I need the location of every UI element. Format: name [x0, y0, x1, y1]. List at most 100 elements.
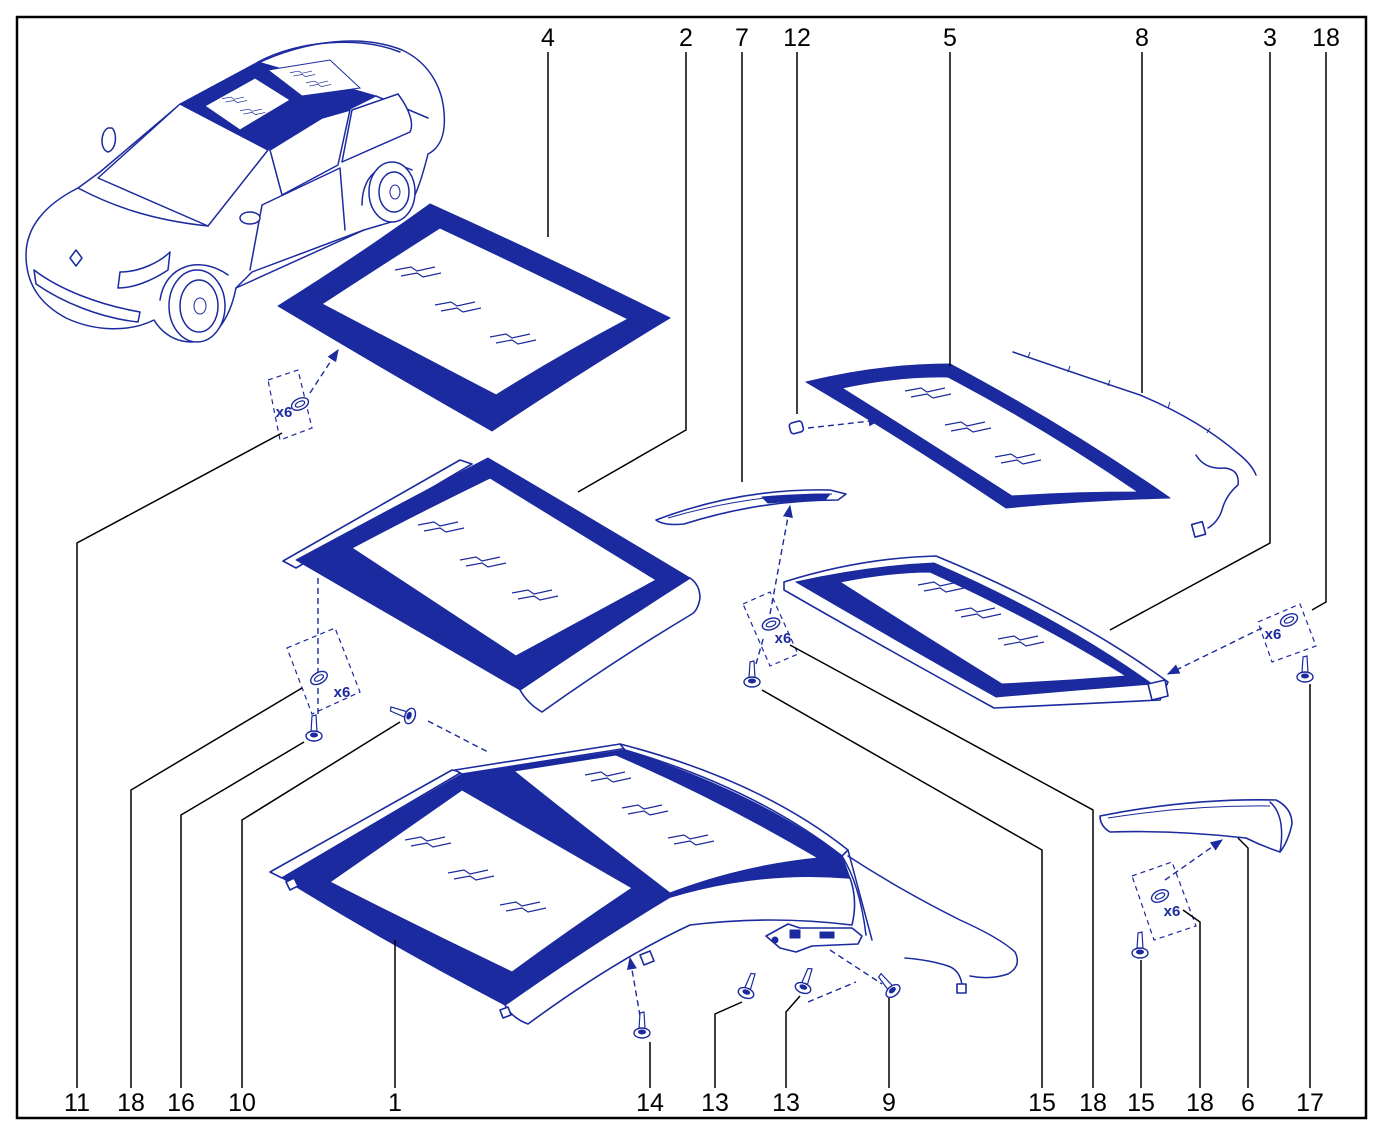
- screw-icon: [386, 700, 419, 726]
- part-7-trim-bar: [655, 489, 847, 526]
- part-1-glass-front: [329, 789, 633, 973]
- part-8-connector: [1190, 520, 1207, 538]
- quantity-box: [742, 591, 799, 667]
- fastener-group-15-18-lower-right: x6: [1131, 839, 1224, 959]
- leader-line-3: [1109, 52, 1271, 631]
- quantity-box: [267, 369, 313, 441]
- assembly-line: [427, 720, 489, 753]
- callout-number: 18: [1312, 24, 1340, 52]
- part-1-harness-cable: [847, 855, 1019, 979]
- screw-icon: [305, 714, 323, 742]
- part-1-mounting-tabs: [285, 877, 655, 1019]
- quantity-label: x6: [775, 630, 792, 647]
- part-6-end-cap: [1269, 801, 1283, 853]
- callout-number: 13: [701, 1089, 729, 1117]
- fastener-group-13-9: [736, 949, 904, 1003]
- screw-icon: [872, 969, 904, 1001]
- clip-icon: [788, 420, 805, 435]
- callout-number: 10: [228, 1089, 256, 1117]
- callout-number: 18: [1186, 1089, 1214, 1117]
- part-8-wiring-harness: [1012, 351, 1257, 538]
- part-1-roof-assembly: [269, 743, 1019, 1025]
- quantity-box: [1257, 603, 1317, 663]
- part-2-front-trim: [519, 577, 701, 713]
- fastener-group-15-18-middle: x6: [742, 504, 799, 688]
- vehicle-wheel-rear: [368, 161, 416, 223]
- screw-icon: [736, 969, 762, 1002]
- part-8-branch-cable: [1195, 454, 1239, 529]
- callouts-bottom: 11 18 16 10 1 14 13 13 9 15 18 15 18 6 1…: [64, 1089, 1324, 1117]
- callout-number: 8: [1135, 24, 1149, 52]
- leader-line-13-a: [714, 1001, 743, 1088]
- vehicle-roof-window-front: [204, 77, 291, 131]
- assembly-line: [807, 981, 857, 1003]
- vehicle-wheel-arch-front: [159, 264, 229, 301]
- callout-number: 3: [1263, 24, 1277, 52]
- callout-number: 13: [772, 1089, 800, 1117]
- screw-icon: [633, 1011, 651, 1039]
- screw-icon: [793, 964, 819, 997]
- vehicle-wheel-front: [168, 269, 226, 343]
- fastener-group-18-left: x6: [286, 578, 361, 742]
- part-3-glass: [838, 571, 1128, 685]
- fastener-14: [626, 956, 651, 1039]
- leader-line-15-a: [761, 689, 1043, 1088]
- callout-number: 2: [679, 24, 693, 52]
- assembly-arrow: [769, 504, 793, 615]
- callouts-top: 4 2 7 12 5 8 3 18: [541, 24, 1340, 52]
- quantity-label: x6: [276, 404, 293, 421]
- vehicle-rear-side-window: [341, 93, 413, 163]
- fastener-10: [386, 700, 489, 753]
- vehicle-mirror-right: [239, 211, 261, 225]
- callout-number: 12: [783, 24, 811, 52]
- callout-number: 6: [1241, 1089, 1255, 1117]
- fastener-group-11: x6: [267, 348, 339, 441]
- vehicle-grille: [33, 269, 141, 323]
- leader-line-6: [1237, 837, 1249, 1088]
- assembly-line: [755, 635, 765, 665]
- leader-line-18-right: [1182, 909, 1201, 1088]
- part-1-rail-extension: [841, 849, 873, 941]
- leader-line-11: [76, 432, 283, 1088]
- part-7-edge-line: [667, 493, 833, 519]
- leader-line-18-middle: [789, 644, 1094, 1088]
- clip-icon: [307, 668, 331, 688]
- callout-number: 14: [636, 1089, 664, 1117]
- quantity-label: x6: [1265, 626, 1282, 643]
- part-5-panel: [805, 363, 1171, 509]
- part-3-end-cap: [1147, 679, 1169, 701]
- callout-number: 4: [541, 24, 555, 52]
- callout-number: 16: [167, 1089, 195, 1117]
- callout-number: 11: [64, 1089, 90, 1117]
- callout-number: 1: [388, 1089, 402, 1117]
- part-1-hinge-mechanism: [765, 923, 863, 953]
- screw-icon: [1296, 655, 1314, 683]
- leader-line-10: [241, 721, 401, 1088]
- callout-number: 15: [1028, 1089, 1056, 1117]
- quantity-box: [286, 627, 361, 715]
- quantity-label: x6: [1164, 903, 1181, 920]
- part-2-panel: [282, 457, 701, 713]
- quantity-box: [1131, 861, 1197, 941]
- fastener-12: [788, 416, 882, 435]
- diagram-frame: [15, 15, 1368, 1120]
- part-1-harness-branch: [904, 957, 963, 986]
- leader-line-18-left: [130, 687, 303, 1088]
- callout-number: 18: [117, 1089, 145, 1117]
- vehicle-side-window: [269, 109, 351, 196]
- assembly-arrow: [1164, 839, 1224, 881]
- vehicle-illustration: [25, 40, 446, 343]
- part-6-edge-line: [1107, 805, 1271, 819]
- callout-number: 18: [1079, 1089, 1107, 1117]
- assembly-arrow: [807, 416, 882, 429]
- leader-line-2: [577, 52, 687, 493]
- callout-number: 15: [1127, 1089, 1155, 1117]
- part-4-panel: [277, 203, 671, 432]
- part-6-trim-piece: [1099, 799, 1293, 853]
- leader-lines: [76, 52, 1327, 1088]
- fastener-group-17-18-right: x6: [1166, 603, 1317, 683]
- part-8-main-cable: [1012, 351, 1257, 476]
- callout-number: 9: [882, 1089, 896, 1117]
- vehicle-hood-line: [77, 187, 209, 227]
